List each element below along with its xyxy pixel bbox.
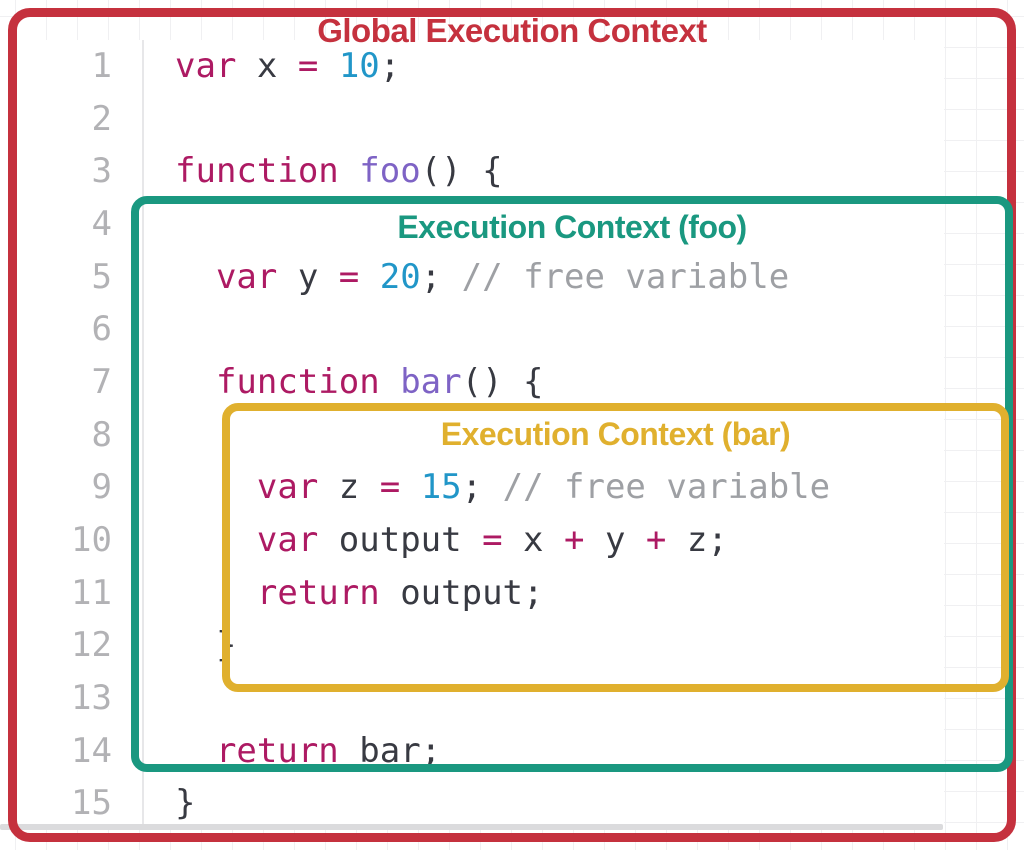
- code-text: }: [175, 777, 195, 830]
- code-line: 3 function foo() {: [0, 145, 944, 198]
- code-token-kw: return: [215, 730, 339, 771]
- code-token-num: 20: [379, 256, 421, 297]
- code-token-pl: () {: [461, 361, 544, 402]
- code-line: 6: [0, 303, 944, 356]
- code-text: var z = 15; // free variable: [175, 461, 830, 514]
- line-number: 15: [71, 783, 112, 824]
- code-token-kw: =: [482, 519, 503, 560]
- code-token-pl: () {: [420, 151, 503, 192]
- code-line: 1 var x = 10;: [0, 40, 944, 93]
- code-token-pl: z;: [666, 519, 728, 560]
- line-number: 7: [91, 361, 112, 402]
- line-number: 13: [71, 677, 112, 718]
- line-number: 12: [71, 625, 112, 666]
- code-token-num: 15: [420, 467, 462, 508]
- code-text: return bar;: [175, 725, 441, 778]
- code-token-pl: x: [502, 519, 564, 560]
- line-number: 3: [91, 151, 112, 192]
- code-line: 11 return output;: [0, 567, 944, 620]
- global-execution-context-title: Global Execution Context: [317, 12, 707, 49]
- code-line: 8: [0, 409, 944, 462]
- code-line: 4: [0, 198, 944, 251]
- code-token-kw: function: [175, 151, 339, 192]
- code-text: return output;: [175, 567, 544, 620]
- code-token-pl: x: [236, 46, 298, 86]
- line-number: 14: [71, 730, 112, 771]
- line-number: 10: [71, 519, 112, 560]
- code-token-fn: foo: [359, 151, 421, 192]
- code-line: 2: [0, 93, 944, 146]
- code-token-pl: bar;: [338, 730, 442, 771]
- code-token-cm: // free variable: [502, 467, 831, 508]
- code-line: 5 var y = 20; // free variable: [0, 251, 944, 304]
- line-number: 5: [91, 256, 112, 297]
- line-number: 8: [91, 414, 112, 455]
- bar-execution-context-title: Execution Context (bar): [440, 416, 791, 452]
- code-text: var x = 10;: [175, 40, 400, 93]
- code-line: 9 var z = 15; // free variable: [0, 461, 944, 514]
- gutter-separator: [142, 40, 144, 824]
- line-number: 9: [91, 467, 112, 508]
- code-line: 13: [0, 672, 944, 725]
- horizontal-scrollbar[interactable]: [0, 824, 943, 830]
- code-token-kw: return: [256, 572, 380, 613]
- code-token-pl: z: [318, 467, 380, 508]
- code-token-kw: var: [256, 467, 319, 508]
- code-token-fn: bar: [400, 361, 462, 402]
- code-line: 10 var output = x + y + z;: [0, 514, 944, 567]
- code-token-kw: +: [563, 519, 585, 560]
- code-line: 14 return bar;: [0, 725, 944, 778]
- code-token-pl: ;: [420, 256, 462, 297]
- code-token-kw: =: [379, 467, 401, 508]
- code-token-pl: y: [277, 256, 339, 297]
- line-number: 2: [91, 98, 112, 139]
- code-token-kw: function: [215, 361, 380, 402]
- code-token-pl: ;: [461, 467, 503, 508]
- code-token-num: 10: [338, 46, 380, 86]
- code-token-kw: var: [256, 519, 319, 560]
- line-number: 4: [91, 203, 112, 244]
- code-token-pl: output;: [379, 572, 544, 613]
- line-number: 1: [91, 46, 112, 86]
- code-token-pl: y: [584, 519, 646, 560]
- code-text: var y = 20; // free variable: [175, 251, 789, 304]
- code-token-cm: // free variable: [461, 256, 790, 297]
- code-line: 7 function bar() {: [0, 356, 944, 409]
- code-token-pl: }: [175, 783, 196, 824]
- foo-execution-context-title: Execution Context (foo): [397, 209, 747, 245]
- code-token-kw: =: [338, 256, 360, 297]
- code-token-kw: var: [175, 46, 237, 86]
- bar-execution-context-box: Execution Context (bar): [222, 403, 1009, 692]
- code-token-kw: var: [215, 256, 278, 297]
- code-text: function foo() {: [175, 145, 503, 198]
- code-token-kw: +: [645, 519, 667, 560]
- code-token-pl: ;: [379, 46, 401, 86]
- line-number: 6: [91, 309, 112, 350]
- foo-execution-context-box: Execution Context (foo): [131, 196, 1013, 772]
- code-token-pl: output: [318, 519, 483, 560]
- code-line: 12 }: [0, 619, 944, 672]
- code-text: var output = x + y + z;: [175, 514, 728, 567]
- code-line: 15}: [0, 777, 944, 830]
- code-text: function bar() {: [175, 356, 544, 409]
- code-token-kw: =: [297, 46, 319, 86]
- line-number: 11: [71, 572, 112, 613]
